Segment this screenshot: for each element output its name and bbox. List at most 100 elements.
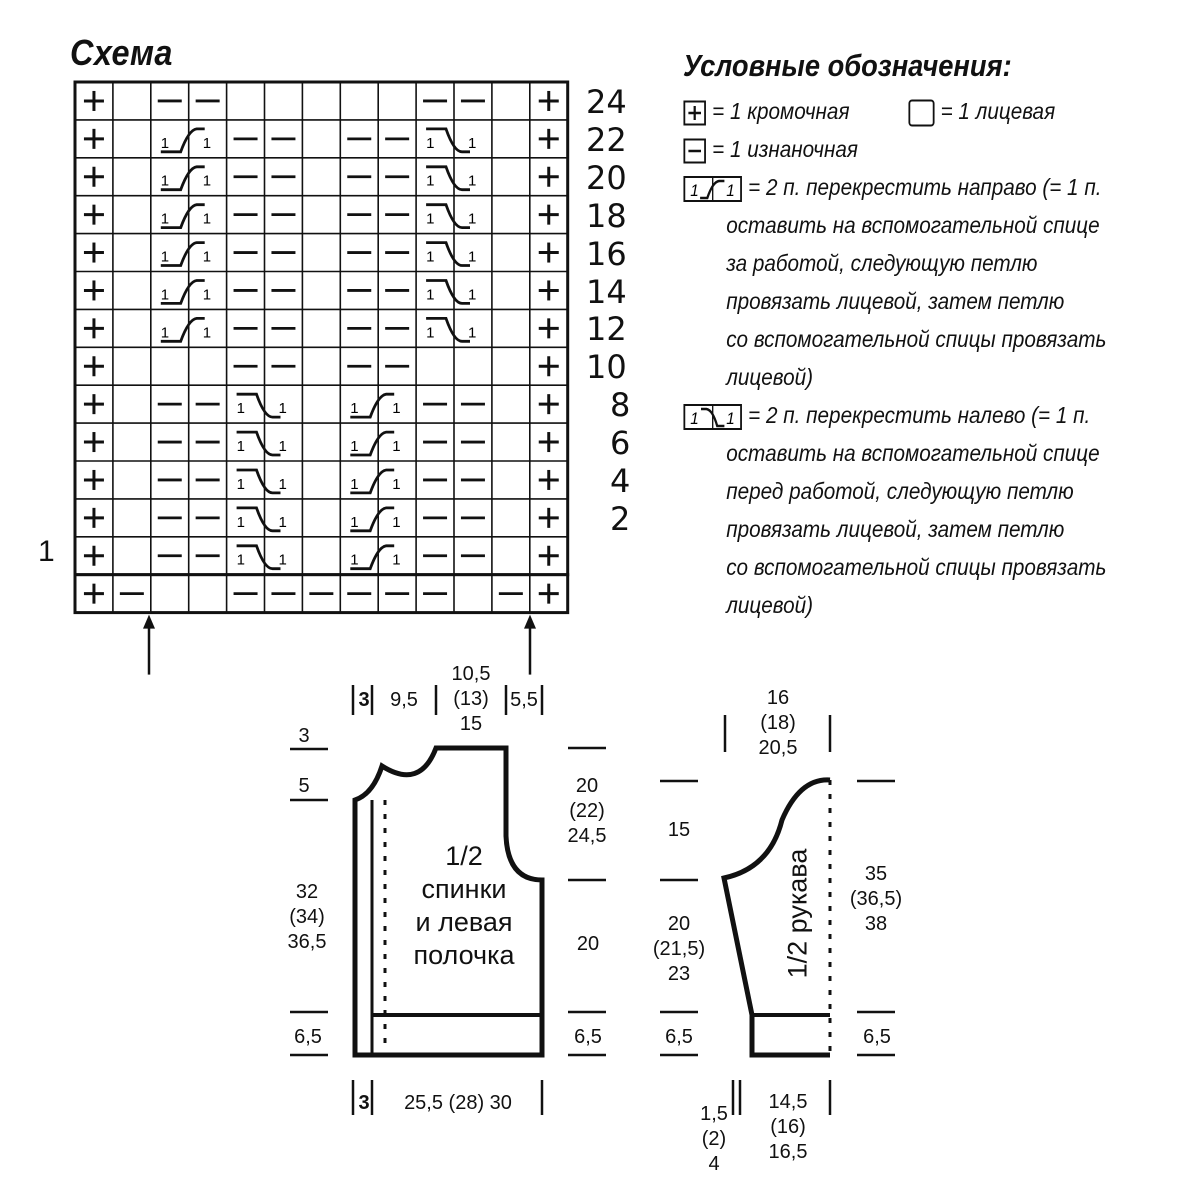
body-dim-bottom-b: 25,5 (28) 30	[404, 1092, 512, 1114]
row-number-4: 4	[610, 462, 631, 500]
body-dim-top-a: 3	[358, 689, 370, 711]
chart-title: Схема	[70, 32, 173, 73]
sleeve-dim-right-main-2: (36,5)	[849, 888, 903, 910]
legend-cross-left-line-2: перед работой, следующую петлю	[726, 478, 1074, 504]
row-number-24: 24	[586, 83, 627, 121]
edge-stitch-cell	[538, 204, 559, 225]
sleeve-dim-bottom-a: 1,5 (2) 4	[696, 1102, 732, 1177]
svg-text:1: 1	[237, 476, 245, 493]
svg-text:1: 1	[468, 173, 476, 190]
body-label-line-3: и левая	[415, 907, 513, 937]
sleeve-dim-top: 16 (18) 20,5	[746, 686, 810, 761]
body-dim-left-main-2: (34)	[289, 906, 325, 928]
body-dim-bottom-a: 3	[358, 1092, 370, 1114]
sleeve-dim-left-mid: 20 (21,5) 23	[646, 912, 712, 987]
sleeve-dim-top-1: 16	[766, 687, 790, 709]
sleeve-dim-left-cap: 15	[667, 819, 691, 841]
edge-stitch-cell	[538, 545, 559, 566]
sleeve-dim-bottom-b-1: 14,5	[768, 1091, 808, 1113]
legend-purl-text: = 1 изнаночная	[712, 136, 858, 162]
sleeve-dim-bottom-a-1: 1,5	[700, 1103, 728, 1125]
svg-text:1: 1	[350, 514, 358, 531]
row-number-10: 10	[586, 348, 627, 387]
body-dim-top-c-2: (13)	[453, 688, 489, 710]
row-number-18: 18	[586, 196, 627, 235]
svg-text:1: 1	[426, 249, 434, 266]
edge-stitch-cell	[83, 318, 104, 339]
legend-cross-left-line-4: со вспомогательной спицы провязать	[726, 554, 1107, 580]
legend-cross-right-line-0: = 2 п. перекрестить направо (= 1 п.	[748, 174, 1102, 200]
legend: Условные обозначения: = 1 кромочная = 1 …	[683, 48, 1193, 624]
body-dim-left-bottom: 6,5	[294, 1026, 322, 1048]
svg-text:1: 1	[237, 552, 245, 569]
svg-text:1: 1	[279, 476, 287, 493]
svg-text:1: 1	[426, 173, 434, 190]
legend-cross-right-line-5: лицевой)	[726, 364, 814, 390]
left-repeat-arrow	[143, 614, 155, 675]
sleeve-dim-right-bottom: 6,5	[863, 1026, 891, 1048]
body-piece	[290, 685, 606, 1115]
edge-stitch-cell	[83, 394, 104, 415]
row-number-22: 22	[586, 120, 627, 159]
body-dim-left-top: 3	[298, 725, 310, 747]
svg-text:1: 1	[279, 552, 287, 569]
legend-cross-right-line-2: за работой, следующую петлю	[726, 250, 1038, 276]
edge-stitch-icon	[683, 100, 706, 126]
edge-stitch-cell	[83, 280, 104, 301]
svg-text:1: 1	[203, 249, 211, 266]
body-dim-left-main: 32 (34) 36,5	[276, 880, 338, 955]
body-dim-top-c-3: 15	[459, 713, 483, 735]
legend-cross-left-line-5: лицевой)	[726, 592, 814, 618]
row-number-12: 12	[586, 310, 627, 349]
svg-text:1: 1	[203, 211, 211, 228]
svg-text:1: 1	[468, 135, 476, 152]
row-number-6: 6	[610, 424, 631, 463]
body-dim-right-armhole: 20 (22) 24,5	[556, 774, 618, 849]
body-dim-top-b: 9,5	[390, 689, 418, 711]
row-number-14: 14	[586, 272, 627, 311]
body-dim-right-armhole-3: 24,5	[567, 825, 607, 847]
edge-stitch-cell	[83, 204, 104, 225]
svg-text:1: 1	[161, 286, 169, 303]
legend-edge-text: = 1 кромочная	[712, 98, 850, 124]
svg-text:1: 1	[203, 286, 211, 303]
purl-stitch-icon	[683, 138, 706, 164]
body-dim-right-armhole-1: 20	[575, 775, 599, 797]
legend-cross-left-row: 1 1 = 2 п. перекрестить налево (= 1 п.	[683, 396, 1142, 434]
sleeve-piece	[660, 715, 895, 1115]
legend-cross-right-line-1: оставить на вспомогательной спице	[726, 212, 1100, 238]
legend-title: Условные обозначения:	[683, 48, 1012, 83]
body-dim-right-bottom: 6,5	[574, 1026, 602, 1048]
row-number-1: 1	[38, 535, 55, 568]
edge-stitch-cell	[83, 469, 104, 490]
sleeve-dim-left-mid-2: (21,5)	[652, 938, 706, 960]
edge-stitch-cell	[83, 166, 104, 187]
svg-text:1: 1	[350, 400, 358, 417]
svg-text:1: 1	[203, 173, 211, 190]
sleeve-dim-bottom-b: 14,5 (16) 16,5	[756, 1090, 820, 1165]
legend-purl-row: = 1 изнаночная	[683, 130, 1142, 168]
body-dim-left-main-3: 36,5	[287, 931, 327, 953]
body-dim-top-d: 5,5	[510, 689, 538, 711]
svg-text:1: 1	[468, 249, 476, 266]
edge-stitch-cell	[538, 128, 559, 149]
sleeve-dim-right-main: 35 (36,5) 38	[842, 862, 910, 937]
sleeve-dim-left-mid-3: 23	[667, 963, 691, 985]
row-number-8: 8	[610, 386, 631, 425]
svg-text:1: 1	[392, 476, 400, 493]
edge-stitch-cell	[538, 394, 559, 415]
body-dim-top-c-1: 10,5	[451, 663, 491, 685]
